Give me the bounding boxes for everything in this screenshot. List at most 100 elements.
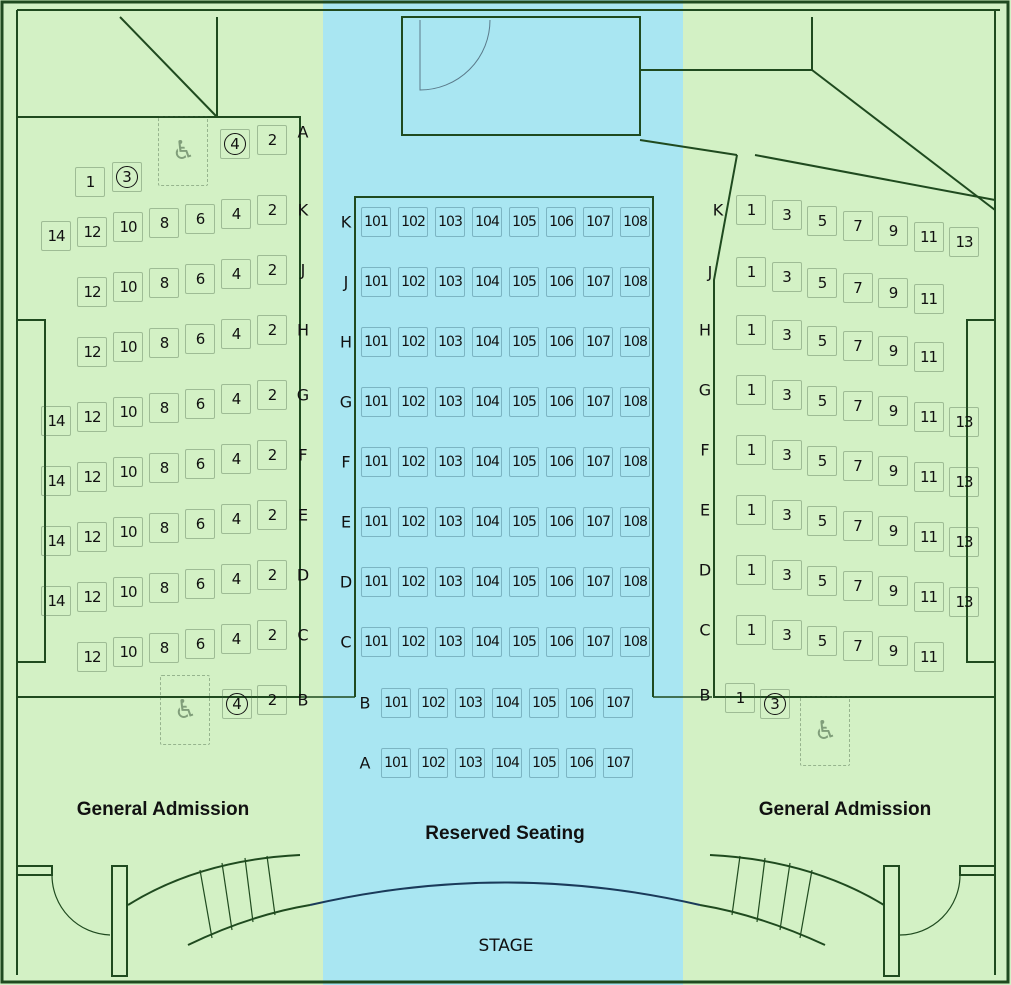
seat-center-B-101[interactable]: 101	[381, 688, 411, 718]
seat-right-E-7[interactable]: 7	[842, 510, 873, 541]
seat-left-A-2[interactable]: 2	[257, 125, 287, 155]
seat-right-K-13[interactable]: 13	[949, 226, 979, 257]
seat-right-K-7[interactable]: 7	[842, 210, 873, 241]
seat-left-E-12[interactable]: 12	[77, 521, 107, 552]
seat-left-G-8[interactable]: 8	[149, 392, 179, 423]
seat-left-E-10[interactable]: 10	[113, 517, 143, 548]
seat-left-G-4[interactable]: 4	[221, 384, 251, 415]
seat-right-H-9[interactable]: 9	[878, 336, 908, 367]
seat-center-C-102[interactable]: 102	[398, 627, 428, 657]
seat-left-H-2[interactable]: 2	[257, 315, 287, 345]
seat-right-F-11[interactable]: 11	[913, 461, 944, 492]
seat-right-H-11[interactable]: 11	[913, 341, 944, 372]
seat-center-H-104[interactable]: 104	[472, 327, 502, 357]
seat-center-B-102[interactable]: 102	[418, 688, 448, 718]
seat-center-G-103[interactable]: 103	[435, 387, 465, 417]
seat-left-A-③[interactable]: 3	[112, 162, 142, 193]
seat-center-H-108[interactable]: 108	[620, 327, 650, 357]
seat-right-D-1[interactable]: 1	[736, 555, 766, 585]
seat-center-E-103[interactable]: 103	[435, 507, 465, 537]
seat-center-C-105[interactable]: 105	[509, 627, 539, 657]
seat-center-D-107[interactable]: 107	[583, 567, 613, 597]
seat-center-J-103[interactable]: 103	[435, 267, 465, 297]
seat-left-B-2[interactable]: 2	[257, 685, 287, 715]
seat-left-G-6[interactable]: 6	[185, 388, 215, 419]
seat-center-C-108[interactable]: 108	[620, 627, 650, 657]
seat-right-E-9[interactable]: 9	[878, 516, 908, 547]
seat-right-B-1[interactable]: 1	[725, 683, 755, 714]
seat-left-J-8[interactable]: 8	[149, 267, 179, 298]
seat-right-E-5[interactable]: 5	[807, 505, 837, 536]
seat-center-C-101[interactable]: 101	[361, 627, 391, 657]
seat-center-F-107[interactable]: 107	[583, 447, 613, 477]
seat-center-G-104[interactable]: 104	[472, 387, 502, 417]
seat-center-H-105[interactable]: 105	[509, 327, 539, 357]
seat-center-G-107[interactable]: 107	[583, 387, 613, 417]
seat-right-G-3[interactable]: 3	[771, 380, 802, 411]
seat-right-F-13[interactable]: 13	[949, 466, 979, 497]
seat-left-J-10[interactable]: 10	[113, 272, 143, 303]
seat-center-H-101[interactable]: 101	[361, 327, 391, 357]
seat-left-J-2[interactable]: 2	[257, 255, 287, 285]
seat-left-K-2[interactable]: 2	[257, 195, 287, 225]
seat-left-H-8[interactable]: 8	[149, 327, 179, 358]
seat-center-F-106[interactable]: 106	[546, 447, 576, 477]
seat-center-D-104[interactable]: 104	[472, 567, 502, 597]
seat-left-B-④[interactable]: 4	[222, 689, 252, 720]
seat-center-E-105[interactable]: 105	[509, 507, 539, 537]
seat-left-G-2[interactable]: 2	[257, 380, 287, 410]
seat-right-K-5[interactable]: 5	[807, 205, 837, 236]
seat-right-H-1[interactable]: 1	[736, 315, 766, 345]
seat-left-K-10[interactable]: 10	[113, 212, 143, 243]
seat-center-C-106[interactable]: 106	[546, 627, 576, 657]
seat-center-J-104[interactable]: 104	[472, 267, 502, 297]
seat-center-F-103[interactable]: 103	[435, 447, 465, 477]
seat-left-D-14[interactable]: 14	[41, 585, 71, 616]
seat-center-F-101[interactable]: 101	[361, 447, 391, 477]
seat-right-E-13[interactable]: 13	[949, 526, 979, 557]
seat-center-A-103[interactable]: 103	[455, 748, 485, 778]
seat-left-D-4[interactable]: 4	[221, 564, 251, 595]
seat-right-D-13[interactable]: 13	[949, 586, 979, 617]
seat-right-E-1[interactable]: 1	[736, 495, 766, 525]
seat-center-C-107[interactable]: 107	[583, 627, 613, 657]
seat-right-D-3[interactable]: 3	[771, 560, 802, 591]
seat-right-D-5[interactable]: 5	[807, 565, 837, 596]
seat-center-H-103[interactable]: 103	[435, 327, 465, 357]
seat-right-C-7[interactable]: 7	[842, 630, 873, 661]
seat-center-C-104[interactable]: 104	[472, 627, 502, 657]
seat-left-D-2[interactable]: 2	[257, 560, 287, 590]
seat-right-D-11[interactable]: 11	[913, 581, 944, 612]
seat-right-J-9[interactable]: 9	[878, 278, 908, 309]
seat-center-H-107[interactable]: 107	[583, 327, 613, 357]
seat-center-D-102[interactable]: 102	[398, 567, 428, 597]
seat-right-H-5[interactable]: 5	[807, 325, 837, 356]
seat-right-J-1[interactable]: 1	[736, 257, 766, 287]
seat-center-H-102[interactable]: 102	[398, 327, 428, 357]
seat-center-J-106[interactable]: 106	[546, 267, 576, 297]
seat-left-K-12[interactable]: 12	[77, 216, 107, 247]
seat-center-A-102[interactable]: 102	[418, 748, 448, 778]
seat-center-E-104[interactable]: 104	[472, 507, 502, 537]
seat-center-J-101[interactable]: 101	[361, 267, 391, 297]
seat-center-A-106[interactable]: 106	[566, 748, 596, 778]
seat-left-K-4[interactable]: 4	[221, 199, 251, 230]
seat-right-C-9[interactable]: 9	[878, 636, 908, 667]
seat-center-A-107[interactable]: 107	[603, 748, 633, 778]
seat-center-J-105[interactable]: 105	[509, 267, 539, 297]
seat-center-K-103[interactable]: 103	[435, 207, 465, 237]
seat-right-C-5[interactable]: 5	[807, 625, 837, 656]
seat-right-J-5[interactable]: 5	[807, 267, 837, 298]
seat-right-G-1[interactable]: 1	[736, 375, 766, 405]
seat-center-B-103[interactable]: 103	[455, 688, 485, 718]
seat-left-D-6[interactable]: 6	[185, 568, 215, 599]
seat-left-C-4[interactable]: 4	[221, 624, 251, 655]
seat-center-H-106[interactable]: 106	[546, 327, 576, 357]
seat-left-F-12[interactable]: 12	[77, 461, 107, 492]
seat-center-G-101[interactable]: 101	[361, 387, 391, 417]
seat-center-A-105[interactable]: 105	[529, 748, 559, 778]
seat-left-E-2[interactable]: 2	[257, 500, 287, 530]
seat-left-E-8[interactable]: 8	[149, 512, 179, 543]
seat-left-D-12[interactable]: 12	[77, 581, 107, 612]
seat-right-J-11[interactable]: 11	[913, 283, 944, 314]
